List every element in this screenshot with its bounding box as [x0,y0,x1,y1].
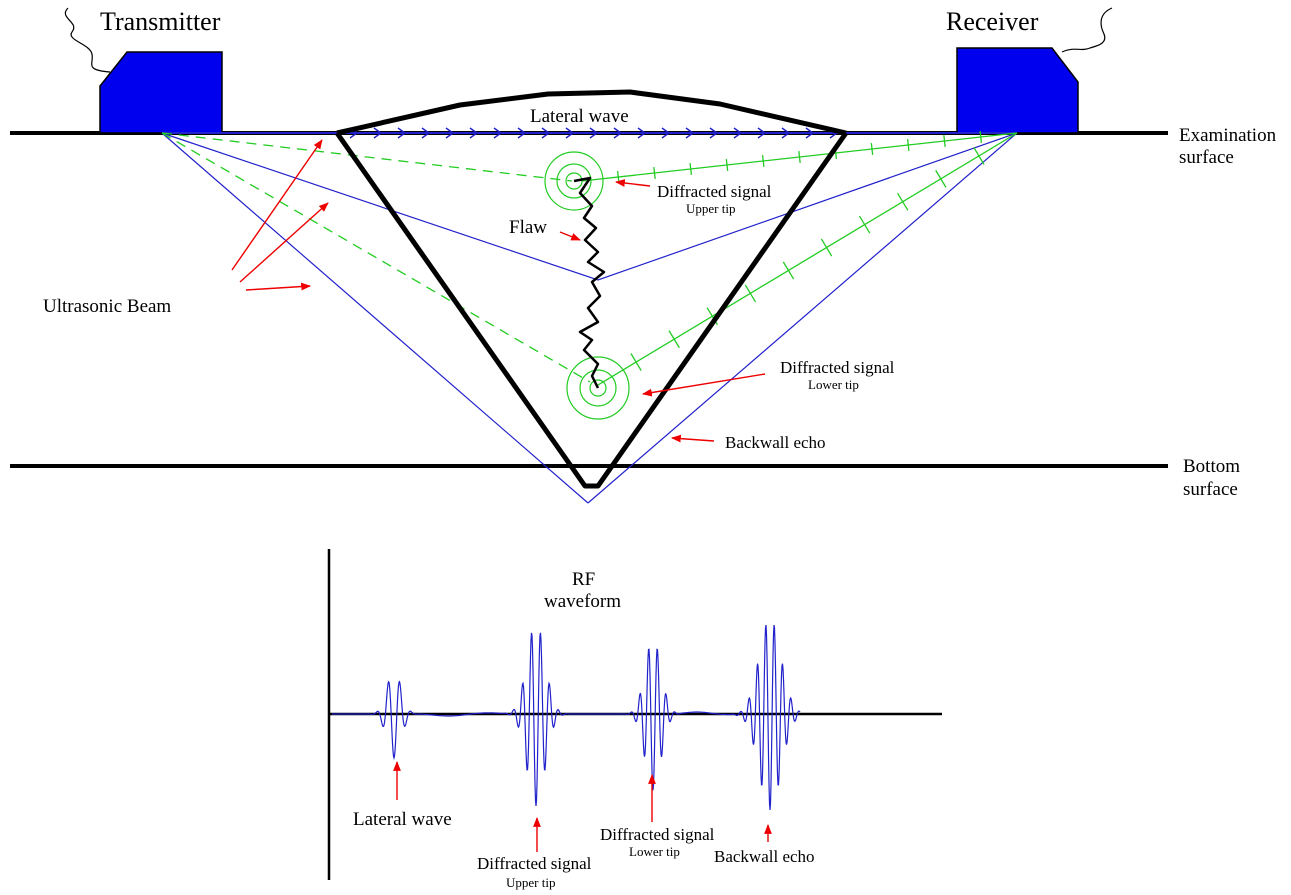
diffracted-path-tick [906,138,910,152]
diffracted-path-tick [782,261,795,280]
rf-title-1: RF [572,569,595,590]
transmitter-label: Transmitter [100,7,221,36]
beam-arrow-2 [239,202,329,283]
diffracted-path-tick [820,238,833,257]
receiver-probe [956,7,1113,134]
receiver-label: Receiver [946,7,1039,36]
lateral-wave-label: Lateral wave [530,106,629,127]
diffracted-path-tick [943,134,946,148]
lateral-wave-chevron [709,127,719,139]
flaw-crack [573,176,606,389]
diffracted-path-tick [858,215,871,234]
lateral-wave-chevron [781,127,791,139]
lateral-wave-chevron [637,127,647,139]
beam-arrow-3 [245,282,311,291]
wf-upper-sub: Upper tip [506,875,555,890]
lateral-wave-chevron [493,127,503,139]
rf-waveform-panel: RF waveform Lateral wave Diffracted sign… [327,549,942,890]
diffracted-upper-sublabel: Upper tip [686,201,735,216]
lateral-wave-chevron [397,127,407,139]
lateral-wave-chevron [517,127,527,139]
diffracted-path-tick [897,192,909,211]
lateral-wave-chevron [757,127,767,139]
wf-upper-main: Diffracted signal [477,854,592,873]
weld-profile [334,89,849,489]
lateral-wave-chevron [661,127,671,139]
wf-backwall-label: Backwall echo [714,847,815,866]
diffracted-path-tick [725,158,729,172]
diffracted-path-tick [798,150,801,164]
flaw-arrow [559,231,581,241]
lateral-wave-chevron [541,127,551,139]
diffracted-path-tick [973,147,985,165]
lateral-wave-chevron [421,127,431,139]
lateral-wave-chevron [805,127,815,139]
diffracted-path-tick [630,353,642,371]
lateral-wave-chevron [469,127,479,139]
lateral-wave-path [162,127,1017,139]
diffracted-lower-sublabel: Lower tip [808,377,859,392]
diffracted-path-tick [668,330,680,349]
lateral-wave-chevron [445,127,455,139]
diffracted-path-tick [935,169,947,188]
lateral-wave-chevron [373,127,383,139]
annotation-arrows [231,139,766,443]
lateral-wave-chevron [589,127,599,139]
upper-tip-arrow [615,179,651,187]
lateral-wave-chevron [565,127,575,139]
diffracted-path-tick [689,162,693,176]
rf-title-2: waveform [544,591,621,612]
upper-tip-diffraction-rings [544,151,604,211]
lateral-wave-chevron [685,127,695,139]
flaw-label: Flaw [509,217,547,238]
ultrasonic-beam-label: Ultrasonic Beam [43,296,171,317]
wf-lower-main: Diffracted signal [600,825,715,844]
bottom-surface-label-2: surface [1183,479,1238,500]
wf-lower-sub: Lower tip [629,844,680,859]
diffracted-path-tick [870,142,874,156]
beam-arrow-1 [231,139,323,271]
diffracted-path-tick [979,130,983,144]
wf-lateral-label: Lateral wave [353,809,452,830]
diffracted-path-tick [761,154,765,168]
diffracted-path-tick [653,166,656,180]
diffracted-path-tick [616,170,620,184]
backwall-arrow [671,434,715,443]
backwall-echo-label: Backwall echo [725,433,826,452]
diffracted-paths [161,130,1018,386]
diffracted-lower-label: Diffracted signal [780,358,895,377]
lower-tip-diffraction-rings [566,356,630,420]
bottom-surface-label-1: Bottom [1183,456,1240,477]
examination-surface-label-1: Examination [1179,125,1277,146]
beam-paths [161,132,1018,504]
diffracted-upper-label: Diffracted signal [657,182,772,201]
diffracted-path-tick [744,284,757,303]
rf-waveform-trace [332,624,801,811]
examination-surface-label-2: surface [1179,147,1234,168]
lower-tip-arrow [642,373,766,397]
lateral-wave-chevron [613,127,623,139]
lateral-wave-chevron [733,127,743,139]
